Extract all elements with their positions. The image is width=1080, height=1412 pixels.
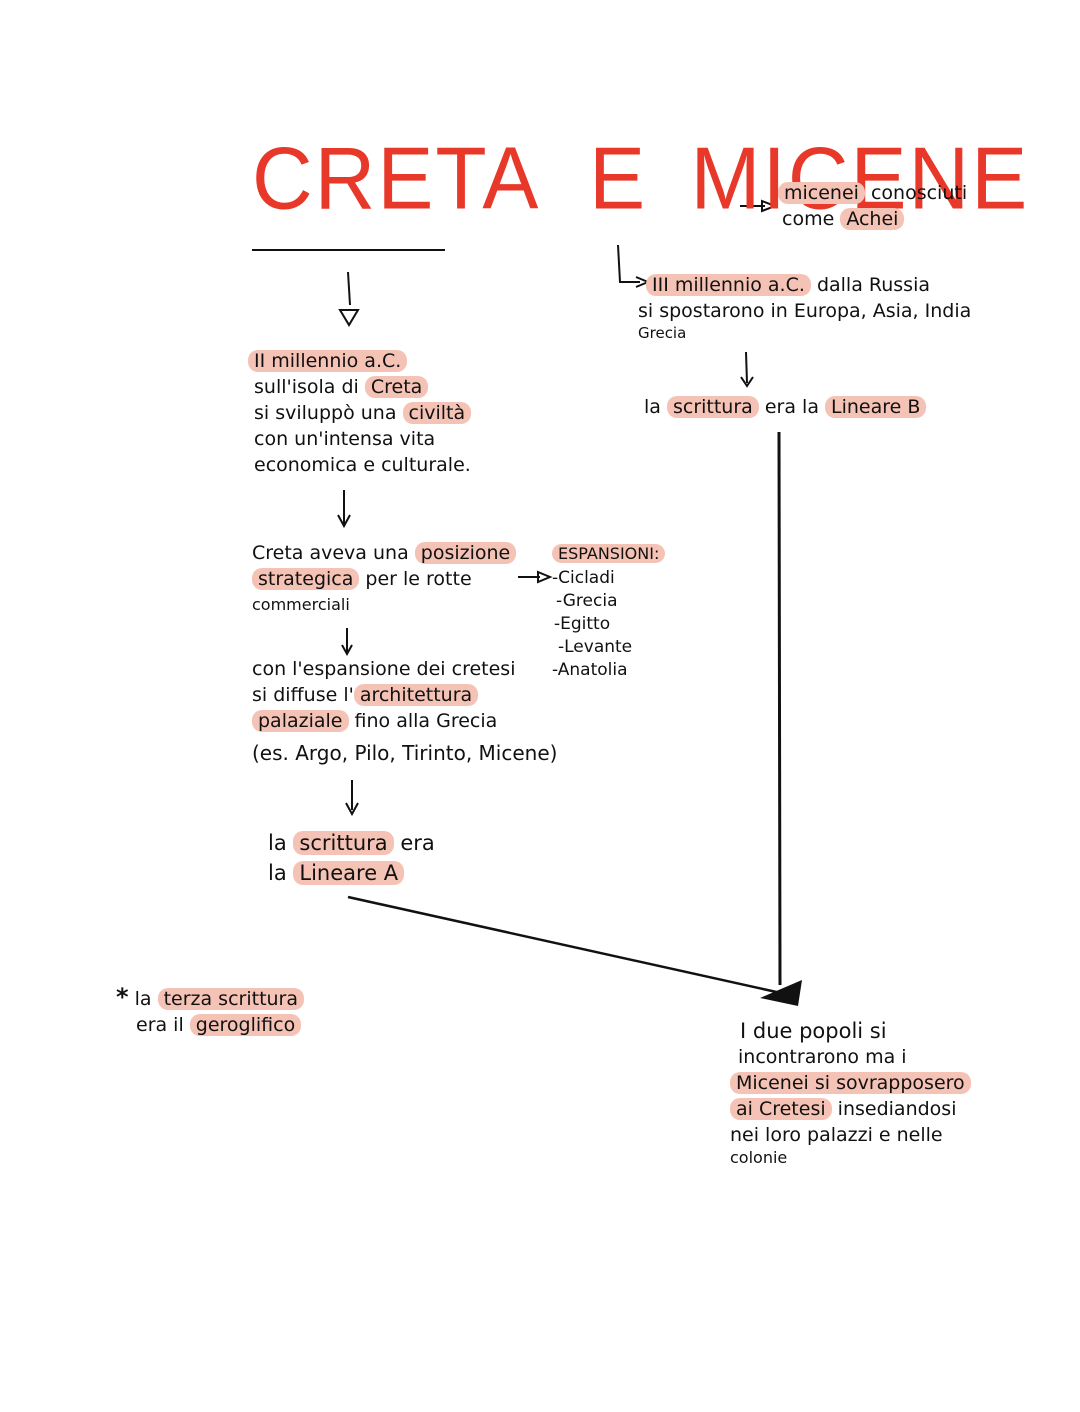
conclusion-line1: I due popoli si [740, 1019, 887, 1043]
highlight-scrittura-b: scrittura [666, 396, 759, 418]
top-note-text: conosciuti [864, 182, 968, 204]
highlight-palaziale: palaziale [252, 710, 349, 732]
arrow-head-2 [337, 514, 351, 529]
migration-line2: si spostarono in Europa, Asia, India [638, 300, 972, 322]
arrow-head-expansions [537, 570, 553, 584]
crete-line4: con un'intensa vita [254, 428, 436, 450]
arrow-head-1 [338, 309, 360, 327]
arrow-shaft-1 [347, 271, 351, 306]
highlight-micenei: micenei [778, 182, 865, 204]
crete-line3: si sviluppò una [254, 402, 403, 424]
third-writing-line2: era il [136, 1014, 190, 1036]
expansion-item: -Anatolia [552, 660, 628, 680]
line-linear-a-to-conclusion [347, 895, 791, 997]
arrow-head-top-note [761, 199, 778, 213]
arrow-head-3 [341, 644, 353, 657]
expansions-heading: ESPANSIONI: [552, 544, 666, 563]
position-block: Creta aveva una posizione strategica per… [252, 540, 517, 618]
page-title: CRETA E MICENE [252, 128, 1029, 230]
highlight-geroglifico: geroglifico [189, 1014, 302, 1036]
conclusion-line4: insediandosi [831, 1098, 957, 1120]
conclusion-line5: nei loro palazzi e nelle [730, 1124, 943, 1146]
title-creta: CRETA [252, 128, 536, 228]
highlight-scrittura-a: scrittura [293, 831, 394, 855]
position-line3: commerciali [252, 595, 350, 614]
highlight-achei: Achei [840, 208, 905, 230]
arrow-head-conclusion [760, 980, 802, 1006]
crete-block: II millennio a.C. sull'isola di Creta si… [248, 348, 472, 478]
expansion-item: -Cicladi [552, 568, 615, 588]
highlight-ii-millennio: II millennio a.C. [248, 350, 408, 372]
highlight-ai-cretesi: ai Cretesi [730, 1098, 832, 1120]
linear-a-rest: era [393, 831, 435, 855]
l-connector-migration [617, 244, 640, 283]
architecture-block: con l'espansione dei cretesi si diffuse … [252, 656, 557, 766]
migration-note: III millennio a.C. dalla Russia si spost… [638, 272, 971, 342]
position-line2: per le rotte [359, 568, 472, 590]
arrow-head-4 [345, 802, 359, 817]
architecture-line3: fino alla Grecia [348, 710, 498, 732]
position-line1: Creta aveva una [252, 542, 415, 564]
top-note-line2: come [782, 208, 841, 230]
migration-line3: Grecia [638, 324, 687, 342]
linear-b-mid: era la [758, 396, 825, 418]
highlight-iii-millennio: III millennio a.C. [646, 274, 811, 296]
expansion-item: -Egitto [554, 614, 611, 634]
architecture-line2: si diffuse l' [252, 684, 354, 706]
third-writing-pre: la [128, 988, 158, 1010]
highlight-micenei-sovrapposero: Micenei si sovrapposero [730, 1072, 971, 1094]
highlight-terza-scrittura: terza scrittura [157, 988, 305, 1010]
linear-b-note: la scrittura era la Lineare B [644, 394, 927, 420]
asterisk-icon: * [116, 983, 129, 1011]
linear-b-pre: la [644, 396, 667, 418]
highlight-lineare-b: Lineare B [825, 396, 927, 418]
conclusion-line6: colonie [730, 1148, 788, 1167]
highlight-strategica: strategica [252, 568, 360, 590]
highlight-creta: Creta [364, 376, 429, 398]
expansion-item: -Levante [558, 637, 633, 657]
crete-line2: sull'isola di [254, 376, 365, 398]
crete-line5: economica e culturale. [254, 454, 471, 476]
arrow-head-linear-b [740, 376, 754, 388]
title-e: E [589, 128, 648, 228]
arrow-shaft-linear-b [745, 351, 748, 384]
expansion-item: -Grecia [556, 591, 618, 611]
conclusion-block: I due popoli si incontrarono ma i Micene… [730, 1018, 971, 1168]
architecture-line1: con l'espansione dei cretesi [252, 658, 516, 680]
conclusion-line2: incontrarono ma i [738, 1046, 907, 1068]
linear-a-line2: la [268, 861, 294, 885]
highlight-posizione: posizione [414, 542, 517, 564]
highlight-lineare-a: Lineare A [293, 861, 405, 885]
highlight-architettura: architettura [353, 684, 479, 706]
linear-a-note: la scrittura era la Lineare A [268, 828, 435, 888]
top-note: micenei conosciuti come Achei [778, 180, 967, 232]
third-writing-note: * la terza scrittura era il geroglifico [116, 983, 305, 1038]
line-linear-b-to-conclusion [777, 431, 782, 986]
architecture-examples: (es. Argo, Pilo, Tirinto, Micene) [252, 741, 558, 765]
highlight-civilta: civiltà [402, 402, 472, 424]
expansions-list: ESPANSIONI: -Cicladi -Grecia -Egitto -Le… [552, 540, 666, 682]
linear-a-pre: la [268, 831, 294, 855]
migration-text: dalla Russia [810, 274, 930, 296]
